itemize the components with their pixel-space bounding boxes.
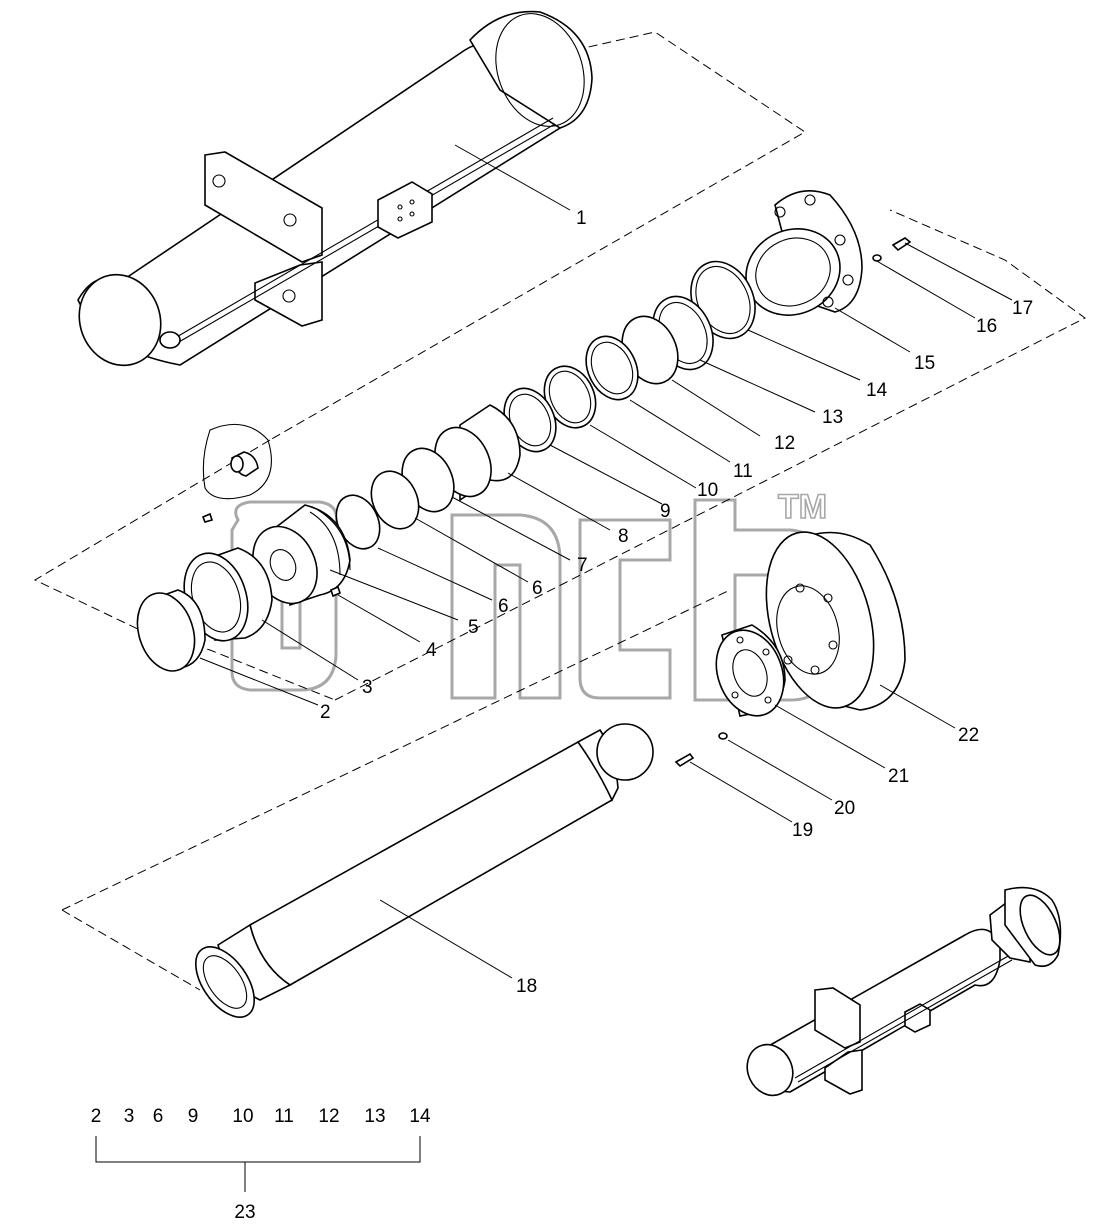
callout-17: 17 xyxy=(1012,298,1033,319)
washer-16 xyxy=(872,254,882,262)
head-flange xyxy=(745,189,863,316)
kit-item: 6 xyxy=(153,1106,164,1127)
callout-1: 1 xyxy=(576,208,587,229)
assembled-view xyxy=(746,886,1062,1097)
washer-20 xyxy=(718,732,728,740)
leader-lines xyxy=(199,144,1013,979)
kit-item: 3 xyxy=(124,1106,135,1127)
screw-19 xyxy=(674,752,695,768)
kit-item: 13 xyxy=(364,1106,385,1127)
cylinder-barrel xyxy=(77,10,593,367)
assembly-guide-lines xyxy=(33,31,1086,991)
callout-labels: 1 2 3 4 5 6 6 7 8 9 10 11 12 13 14 15 16… xyxy=(320,208,1033,997)
kit-item: 12 xyxy=(318,1106,339,1127)
callout-2: 2 xyxy=(320,702,331,723)
callout-9: 9 xyxy=(660,501,671,522)
kit-item: 14 xyxy=(409,1106,431,1127)
ring-6a xyxy=(370,470,420,530)
kit-item: 2 xyxy=(91,1106,102,1127)
pin-small xyxy=(201,512,214,523)
callout-8: 8 xyxy=(618,526,629,547)
callout-7: 7 xyxy=(577,555,588,576)
callout-15: 15 xyxy=(914,353,935,374)
piston-rod-18 xyxy=(195,723,654,1018)
repair-kit-legend: 2 3 6 9 10 11 12 13 14 23 xyxy=(91,1106,431,1223)
callout-5: 5 xyxy=(468,617,479,638)
callout-14: 14 xyxy=(866,380,888,401)
kit-item: 9 xyxy=(188,1106,199,1127)
callout-20: 20 xyxy=(834,798,855,819)
screw-17 xyxy=(891,237,912,252)
kit-bracket xyxy=(95,1136,421,1163)
callout-11: 11 xyxy=(733,461,753,482)
callout-6b: 6 xyxy=(532,578,543,599)
seal-rings xyxy=(503,260,756,453)
callout-21: 21 xyxy=(888,766,909,787)
callout-10: 10 xyxy=(697,480,718,501)
kit-total: 23 xyxy=(234,1202,255,1223)
callout-16: 16 xyxy=(976,316,997,337)
callout-6a: 6 xyxy=(498,596,509,617)
callout-13: 13 xyxy=(822,407,843,428)
callout-3: 3 xyxy=(362,677,373,698)
callout-19: 19 xyxy=(792,820,813,841)
trademark-text: TM xyxy=(778,488,827,526)
callout-22: 22 xyxy=(958,725,979,746)
kit-item: 10 xyxy=(232,1106,253,1127)
detail-view xyxy=(202,423,272,500)
callout-18: 18 xyxy=(516,976,537,997)
mounting-flange-22 xyxy=(765,531,906,711)
callout-12: 12 xyxy=(774,433,795,454)
callout-4: 4 xyxy=(426,640,437,661)
screw-4 xyxy=(330,585,341,598)
wiper-ring-2 xyxy=(136,589,206,672)
kit-item: 11 xyxy=(274,1106,294,1127)
split-collar-21 xyxy=(715,624,786,717)
